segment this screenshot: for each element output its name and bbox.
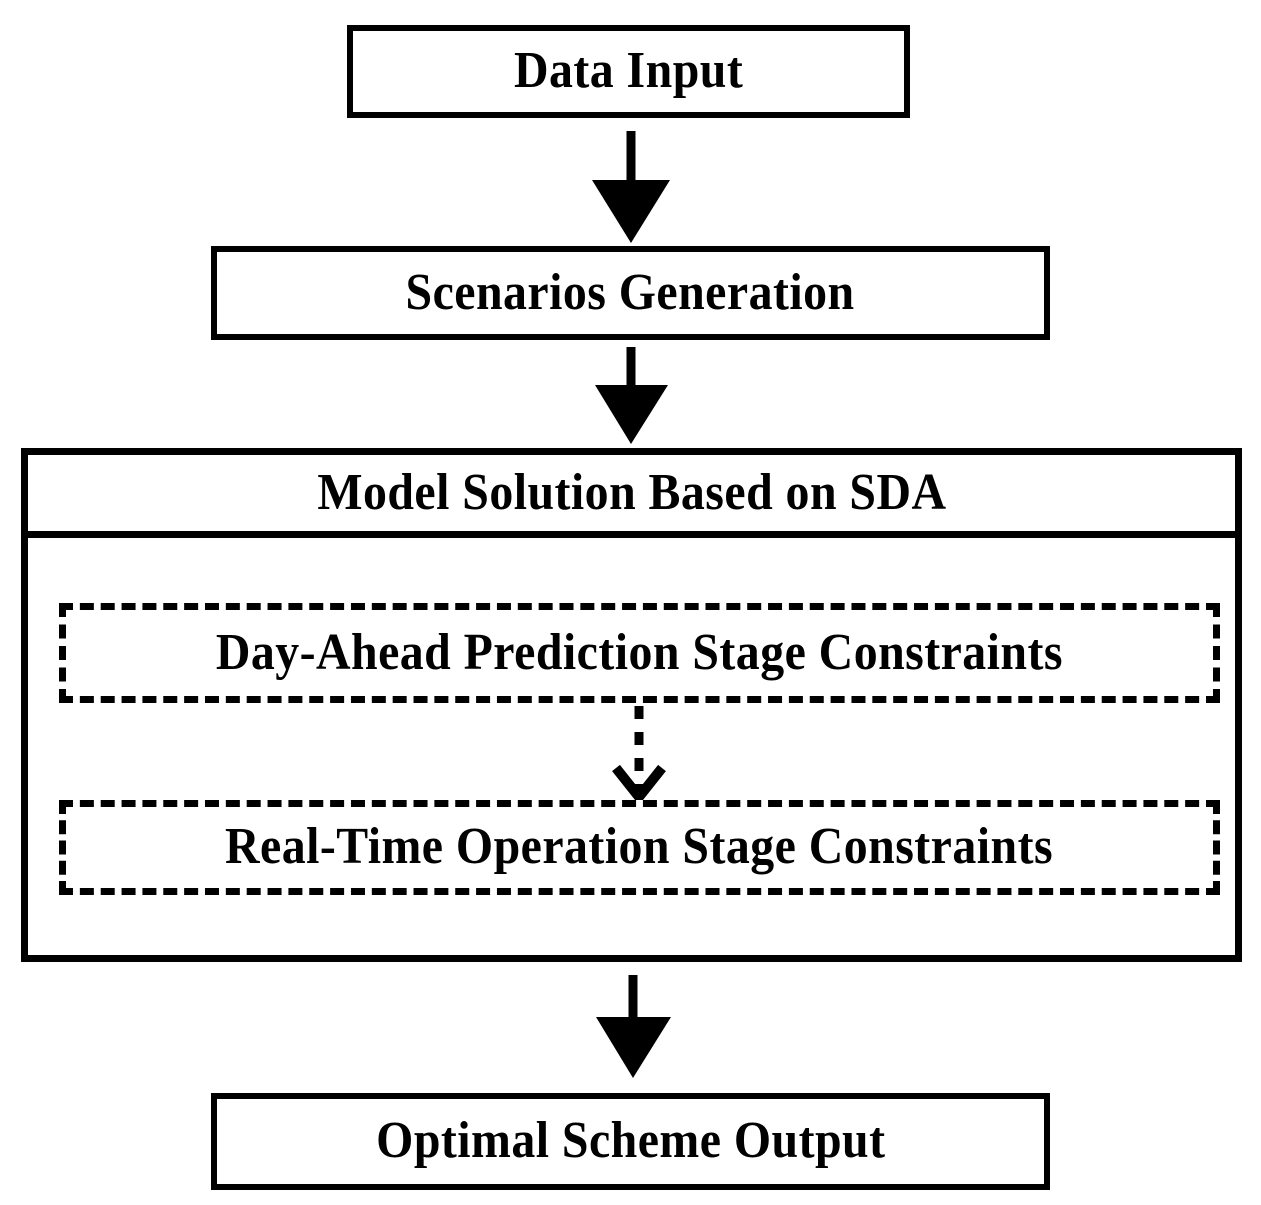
node-day-ahead-constraints-label: Day-Ahead Prediction Stage Constraints	[215, 623, 1064, 681]
node-real-time-constraints-label: Real-Time Operation Stage Constraints	[225, 818, 1054, 876]
arrow-head-filled-triangle	[595, 385, 668, 444]
node-model-solution-header: Model Solution Based on SDA	[28, 455, 1235, 538]
node-optimal-scheme-output-label: Optimal Scheme Output	[375, 1112, 886, 1170]
arrow-head-open-v	[612, 764, 666, 806]
node-model-solution-container[interactable]: Model Solution Based on SDA Day-Ahead Pr…	[21, 448, 1242, 962]
node-data-input[interactable]: Data Input	[347, 25, 910, 118]
node-day-ahead-constraints[interactable]: Day-Ahead Prediction Stage Constraints	[59, 603, 1220, 703]
node-scenarios-generation-label: Scenarios Generation	[405, 263, 856, 321]
node-scenarios-generation[interactable]: Scenarios Generation	[211, 246, 1050, 340]
node-model-solution-label: Model Solution Based on SDA	[316, 463, 947, 521]
node-optimal-scheme-output[interactable]: Optimal Scheme Output	[211, 1093, 1050, 1190]
model-solution-body: Day-Ahead Prediction Stage Constraints R…	[28, 538, 1235, 955]
arrow-head-filled-triangle	[596, 1017, 671, 1078]
node-data-input-label: Data Input	[513, 42, 744, 100]
arrow-head-filled-triangle	[592, 180, 670, 243]
node-real-time-constraints[interactable]: Real-Time Operation Stage Constraints	[59, 800, 1220, 895]
